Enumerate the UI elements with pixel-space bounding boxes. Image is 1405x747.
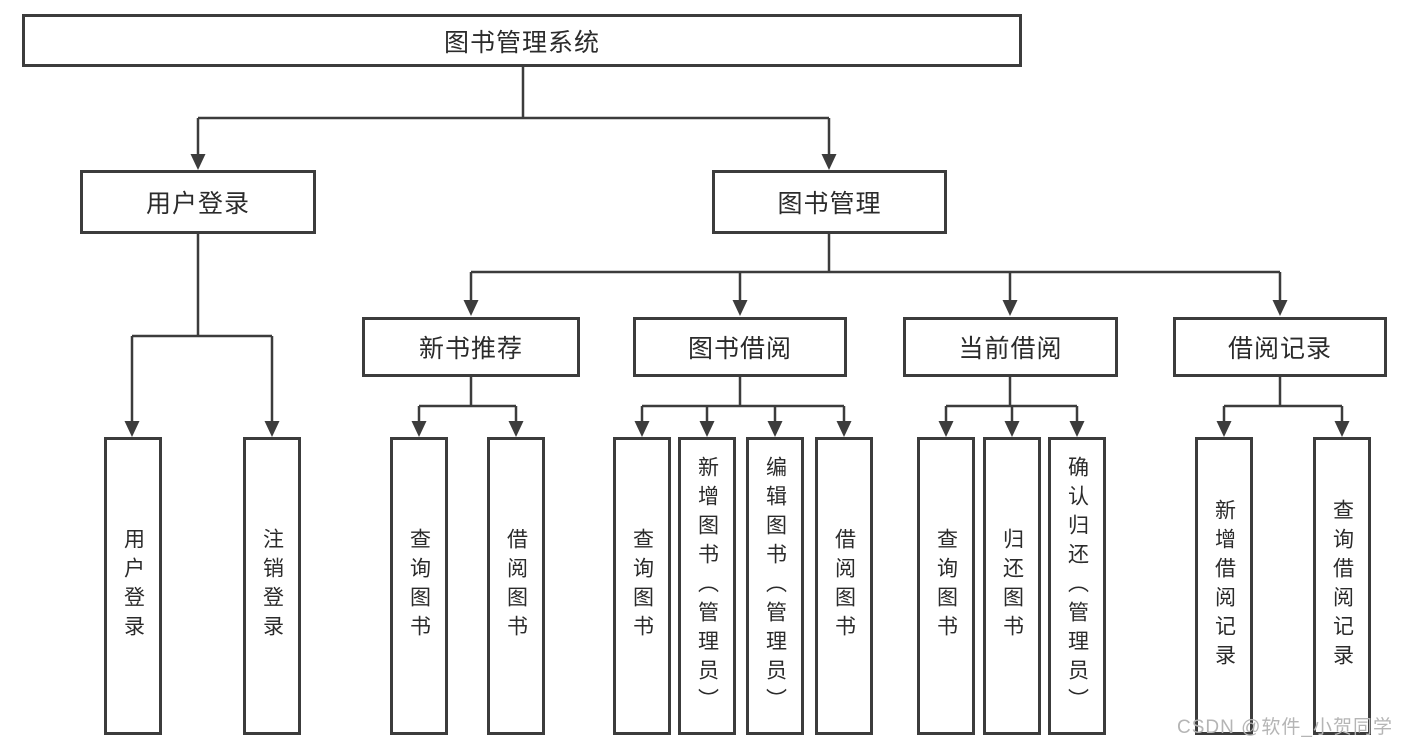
- leaf-logout: 注销登录: [243, 437, 301, 735]
- arrowhead: [767, 421, 783, 437]
- leaf-query-book-borrow: 查询图书: [613, 437, 671, 735]
- arrowhead: [1216, 421, 1232, 437]
- arrowhead: [1272, 300, 1288, 316]
- leaf-confirm-return-admin: 确认归还（管理员）: [1048, 437, 1106, 735]
- node-label: 用户登录: [145, 190, 250, 218]
- arrowhead: [821, 154, 837, 170]
- leaf-label: 查询借阅记录: [1330, 499, 1354, 673]
- arrowhead: [938, 421, 954, 437]
- arrowhead: [1002, 300, 1018, 316]
- leaf-user-login: 用户登录: [104, 437, 162, 735]
- node-label: 新书推荐: [418, 335, 523, 363]
- node-label: 当前借阅: [958, 335, 1063, 363]
- leaf-label: 确认归还（管理员）: [1065, 455, 1089, 717]
- leaf-label: 用户登录: [121, 528, 145, 644]
- node-new-book-recommend: 新书推荐: [362, 317, 580, 377]
- leaf-label: 注销登录: [260, 528, 284, 644]
- connector-borrow-record-branch: [1216, 377, 1350, 437]
- arrowhead: [634, 421, 650, 437]
- node-borrow-record: 借阅记录: [1173, 317, 1387, 377]
- node-root-label: 图书管理系统: [443, 28, 600, 57]
- leaf-label: 归还图书: [1000, 528, 1024, 644]
- leaf-borrow-book-recommend: 借阅图书: [487, 437, 545, 735]
- leaf-query-book-current: 查询图书: [917, 437, 975, 735]
- connector-new-book-branch: [411, 377, 524, 437]
- node-label: 借阅记录: [1227, 335, 1332, 363]
- node-label: 图书管理: [777, 190, 882, 218]
- node-label: 图书借阅: [687, 335, 792, 363]
- leaf-label: 编辑图书（管理员）: [763, 455, 787, 717]
- leaf-label: 新增借阅记录: [1212, 499, 1236, 673]
- leaf-edit-book-admin: 编辑图书（管理员）: [746, 437, 804, 735]
- arrowhead: [1334, 421, 1350, 437]
- csdn-watermark: CSDN @软件_小贺同学: [1177, 717, 1393, 738]
- arrowhead: [264, 421, 280, 437]
- arrowhead: [1069, 421, 1085, 437]
- leaf-return-book: 归还图书: [983, 437, 1041, 735]
- leaf-label: 借阅图书: [504, 528, 528, 644]
- arrowhead: [1004, 421, 1020, 437]
- node-book-management: 图书管理: [712, 170, 947, 234]
- leaf-add-book-admin: 新增图书（管理员）: [678, 437, 736, 735]
- node-user-login: 用户登录: [80, 170, 316, 234]
- leaf-label: 借阅图书: [832, 528, 856, 644]
- arrowhead: [124, 421, 140, 437]
- node-root: 图书管理系统: [22, 14, 1022, 67]
- connector-current-borrow-branch: [938, 377, 1085, 437]
- arrowhead: [508, 421, 524, 437]
- node-current-borrow: 当前借阅: [903, 317, 1118, 377]
- leaf-add-borrow-record: 新增借阅记录: [1195, 437, 1253, 735]
- node-book-borrow: 图书借阅: [633, 317, 847, 377]
- leaf-query-book-recommend: 查询图书: [390, 437, 448, 735]
- arrowhead: [732, 300, 748, 316]
- connector-book-management-branch: [463, 234, 1288, 316]
- leaf-label: 查询图书: [934, 528, 958, 644]
- leaf-label: 查询图书: [630, 528, 654, 644]
- arrowhead: [699, 421, 715, 437]
- leaf-label: 新增图书（管理员）: [695, 455, 719, 717]
- leaf-query-borrow-record: 查询借阅记录: [1313, 437, 1371, 735]
- arrowhead: [463, 300, 479, 316]
- arrowhead: [836, 421, 852, 437]
- connector-root-to-level2: [190, 67, 837, 170]
- leaf-borrow-book: 借阅图书: [815, 437, 873, 735]
- connector-book-borrow-branch: [634, 377, 852, 437]
- arrowhead: [411, 421, 427, 437]
- connector-user-login-branch: [124, 234, 280, 437]
- leaf-label: 查询图书: [407, 528, 431, 644]
- arrowhead: [190, 154, 206, 170]
